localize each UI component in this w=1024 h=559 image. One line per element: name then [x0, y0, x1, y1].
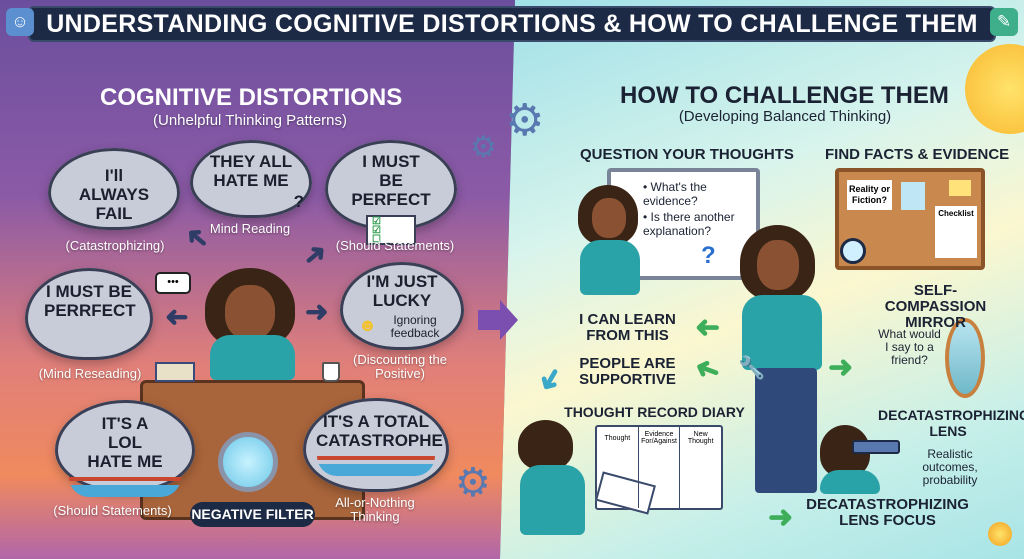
- writing-woman-shirt: [520, 465, 585, 535]
- thought-cloud-catastrophizing: I'll ALWAYS FAIL: [48, 148, 180, 230]
- magnifying-glass-icon: [218, 432, 278, 492]
- arrow-icon: ➜: [165, 301, 189, 332]
- thought-record-table: Thought Evidence For/Against New Thought: [595, 425, 723, 510]
- whiteboard-bullet: • Is there another explanation?: [643, 210, 735, 238]
- gear-icon: ⚙: [470, 131, 497, 164]
- reality-or-fiction-note: Reality or Fiction?: [847, 180, 892, 210]
- green-arrow-icon: ➜: [828, 351, 854, 384]
- affirmation-learn: I CAN LEARN FROM THIS: [579, 311, 676, 344]
- thought-cloud-bridge-left: IT'S A LOL HATE ME: [55, 400, 195, 497]
- right-heading: HOW TO CHALLENGE THEM: [620, 82, 949, 109]
- self-compassion-label: SELF-COMPASSION MIRROR: [884, 282, 987, 331]
- negative-filter-badge: NEGATIVE FILTER: [190, 502, 315, 527]
- decatastrophizing-lens-label: DECATASTROPHIZING LENS: [878, 407, 1024, 439]
- telescope-icon: [852, 440, 900, 454]
- mirror-question: What would I say to a friend?: [878, 327, 941, 367]
- books-icon: [155, 362, 195, 382]
- question-mark-icon: ?: [701, 242, 716, 269]
- worried-woman-face: [225, 285, 275, 340]
- magnifying-glass-icon: [840, 238, 866, 264]
- arrow-icon: ➜: [305, 296, 329, 327]
- column-header: Evidence For/Against: [639, 427, 681, 508]
- caption-discounting-positive: (Discounting the Positive): [353, 352, 447, 381]
- whiteboard-bullet: • What's the evidence?: [643, 180, 707, 208]
- sticky-note: [901, 182, 925, 210]
- notepad-icon: ✎: [990, 8, 1018, 36]
- sticky-note: [949, 180, 971, 196]
- confident-woman-jeans: [755, 368, 817, 493]
- confident-woman-shirt: [742, 295, 822, 370]
- coffee-mug-icon: [322, 362, 340, 382]
- caption-should-statements: (Should Statements): [335, 238, 455, 253]
- affirmation-supportive: PEOPLE ARE SUPPORTIVE: [579, 355, 676, 388]
- left-heading: COGNITIVE DISTORTIONS: [100, 84, 403, 111]
- lens-focus-label: DECATASTROPHIZING LENS FOCUS: [806, 496, 969, 529]
- question-thoughts-label: QUESTION YOUR THOUGHTS: [580, 146, 794, 163]
- right-subheading: (Developing Balanced Thinking): [678, 108, 892, 125]
- thought-cloud-should: I MUST BE PERFECT☑☑☐: [325, 140, 457, 245]
- wrench-icon: 🔧: [738, 355, 766, 380]
- speech-bubble-icon: •••: [155, 272, 191, 294]
- mirror-icon: [945, 318, 985, 398]
- brain-head-icon: ☺: [6, 8, 34, 36]
- green-arrow-icon: ➜: [695, 311, 721, 344]
- checklist-note: Checklist: [935, 206, 977, 258]
- woman-pointing-face: [592, 198, 626, 238]
- clipboard-checklist-icon: ☑☑☐: [366, 215, 416, 245]
- thought-record-label: THOUGHT RECORD DIARY: [564, 404, 745, 420]
- green-arrow-icon: ➜: [768, 501, 794, 534]
- thought-cloud-lucky: I'M JUST LUCKY☻Ignoring feedback: [340, 262, 464, 350]
- column-header: Thought: [597, 427, 639, 508]
- caption-all-or-nothing: All-or-Nothing Thinking: [335, 495, 415, 524]
- gear-icon: ⚙: [455, 461, 491, 505]
- thought-cloud-perfect: I MUST BE PERRFECT: [25, 268, 153, 360]
- find-facts-label: FIND FACTS & EVIDENCE: [825, 146, 1010, 163]
- caption-should-statements-2: (Should Statements): [53, 503, 172, 518]
- column-header: New Thought: [687, 431, 714, 445]
- gear-icon: ⚙: [505, 96, 545, 145]
- thought-cloud-total-catastrophe: IT'S A TOTAL CATASTROPHE: [303, 398, 449, 492]
- left-subheading: (Unhelpful Thinking Patterns): [153, 112, 347, 129]
- thought-cloud-mind-reading: THEY ALL HATE ME?: [190, 140, 312, 218]
- broken-bridge-icon: [69, 477, 181, 497]
- caption-mind-reading: Mind Reading: [209, 221, 291, 236]
- page-title: UNDERSTANDING COGNITIVE DISTORTIONS & HO…: [46, 10, 978, 38]
- lens-description: Realistic outcomes, probability: [922, 447, 978, 487]
- caption-catastrophizing: (Catastrophizing): [65, 238, 165, 253]
- confident-woman-face: [757, 240, 799, 290]
- smiley-icon: ☻: [358, 315, 377, 335]
- woman-pointing-shirt: [580, 240, 640, 295]
- worried-woman-shirt: [210, 335, 295, 380]
- writing-woman-hair: [518, 420, 573, 470]
- caption-mind-reseading: (Mind Reseading): [38, 366, 142, 381]
- sun-badge-icon: [988, 522, 1012, 546]
- broken-bridge-icon: [317, 456, 435, 476]
- title-banner: UNDERSTANDING COGNITIVE DISTORTIONS & HO…: [28, 6, 996, 42]
- telescope-woman-shirt: [820, 470, 880, 494]
